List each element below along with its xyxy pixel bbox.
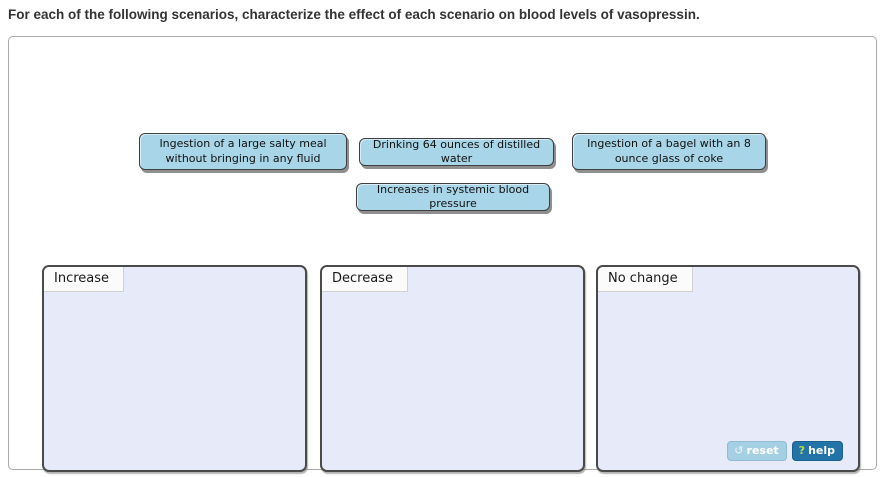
dropzone-label: Decrease xyxy=(322,267,408,292)
dropzone-no-change[interactable]: No change xyxy=(596,265,860,472)
reset-button-label: reset xyxy=(746,444,779,457)
chip-blood-pressure[interactable]: Increases in systemic blood pressure xyxy=(356,183,550,211)
dropzone-decrease[interactable]: Decrease xyxy=(320,265,585,472)
dropzone-label: Increase xyxy=(44,267,125,292)
chip-label: Ingestion of a bagel with an 8 ounce gla… xyxy=(587,137,751,165)
chip-label: Ingestion of a large salty meal without … xyxy=(159,137,327,165)
dropzone-label: No change xyxy=(598,267,693,292)
reset-icon: ↺ xyxy=(734,444,744,457)
help-button[interactable]: ? help xyxy=(791,441,843,462)
button-bar: ↺ reset ? help xyxy=(727,441,843,462)
chip-label: Increases in systemic blood pressure xyxy=(376,182,530,210)
chip-label: Drinking 64 ounces of distilled water xyxy=(372,137,541,165)
dropzone-increase[interactable]: Increase xyxy=(42,265,307,472)
reset-button[interactable]: ↺ reset xyxy=(727,441,787,462)
activity-panel: Ingestion of a large salty meal without … xyxy=(8,36,877,472)
page-title: For each of the following scenarios, cha… xyxy=(8,7,700,22)
help-button-label: help xyxy=(808,444,835,457)
chip-bagel-coke[interactable]: Ingestion of a bagel with an 8 ounce gla… xyxy=(572,133,766,170)
chip-salty-meal[interactable]: Ingestion of a large salty meal without … xyxy=(139,133,347,170)
chip-distilled-water[interactable]: Drinking 64 ounces of distilled water xyxy=(359,138,554,166)
question-mark-icon: ? xyxy=(798,444,806,457)
